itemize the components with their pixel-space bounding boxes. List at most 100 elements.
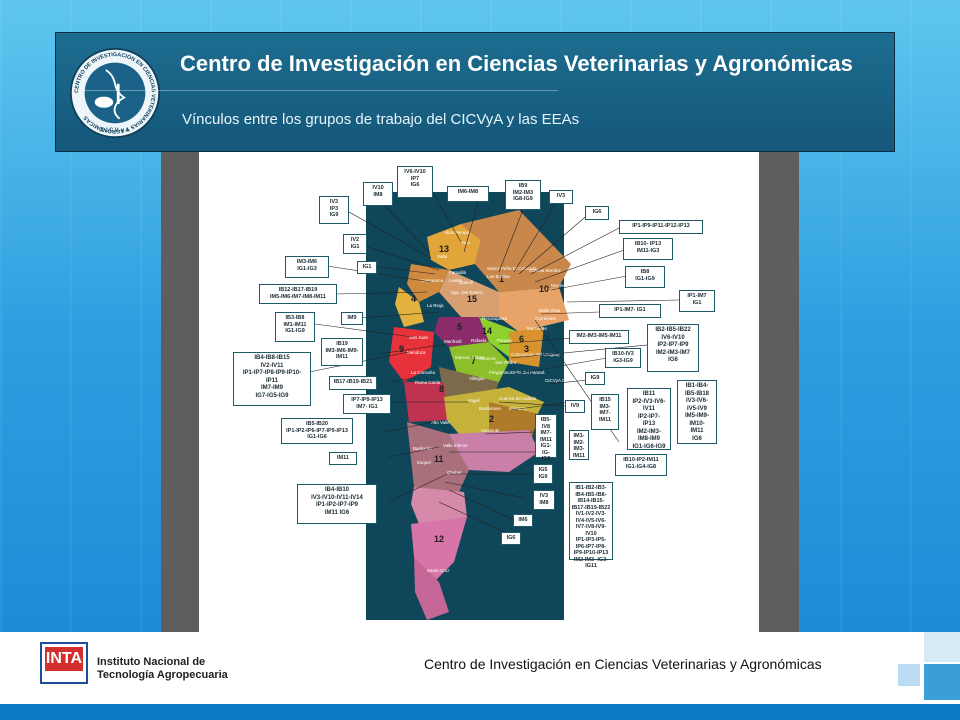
label-box: IV3 (549, 190, 573, 204)
region-9 (389, 327, 434, 382)
label-box: IP1-IM7- IG1 (599, 304, 661, 318)
connector-lines (308, 181, 680, 539)
place-esquel: Esquel (417, 460, 431, 465)
label-box: IV9 (565, 400, 585, 413)
region-number-9: 9 (399, 344, 404, 354)
label-box: IV2 IG1 (343, 234, 367, 254)
place-reconquista: Reconquista (482, 316, 508, 321)
inta-name-line1: Instituto Nacional de (97, 656, 206, 668)
place-montecarlo: Montecarlo (551, 283, 574, 288)
place-catamarca: Catamarca (421, 278, 444, 283)
place-la-rioja: La Rioja (427, 303, 444, 308)
label-box: IG6 (585, 206, 609, 220)
place-ascasubi: Ascasubi (481, 428, 499, 433)
decor-square (924, 632, 960, 662)
place-delta-del-parana: Delta del Paraná (511, 370, 545, 375)
label-box: IB1-IB2-IB3- IB4-IB5-IB8- IB14-IB15- IB1… (569, 482, 613, 569)
argentina-map: 13 1 2 3 4 5 6 7 8 9 10 11 12 14 15 Abra… (308, 181, 680, 620)
footer: INTA Instituto Nacional de Tecnología Ag… (0, 632, 960, 704)
region-north-east (461, 210, 571, 292)
region-number-14: 14 (482, 326, 492, 336)
place-abra-pampa: Abra Pampa (444, 230, 470, 235)
footer-band (0, 704, 960, 720)
label-box: IB10- IP13 IM11-IG3 (623, 238, 673, 260)
slide-frame: 13 1 2 3 4 5 6 7 8 9 10 11 12 14 15 Abra… (161, 152, 799, 632)
label-box: IB10-IV3 IG3-IG9 (605, 348, 641, 368)
region-number-8: 8 (439, 384, 444, 394)
cicvya-logo: CENTRO DE INVESTIGACIÓN EN CIENCIAS VETE… (69, 47, 161, 139)
place-cerro-azul: Cerro Azul (567, 296, 588, 301)
decor-square (898, 664, 920, 686)
inta-mark: INTA (45, 647, 83, 671)
place-la-consulta: La Consulta (411, 370, 436, 375)
region-11 (407, 422, 469, 492)
label-box: IB12-IB17-IB19 IM5-IM6-IM7-IM8-IM11 (259, 284, 337, 304)
label-box: IB10-IP2-IM11 IG1-IG4-IG8 (615, 454, 667, 476)
inta-logo: INTA (40, 642, 88, 684)
label-box: IB17-IB19-IB21 (329, 376, 377, 390)
place-balcarce: Balcarce (509, 406, 527, 411)
decor-square (924, 664, 960, 700)
place-corrientes: Corrientes (535, 316, 557, 321)
place-anguil: Anguil (467, 398, 480, 403)
place-famailla: Famaillá (449, 270, 467, 275)
place-san-pedro: San Pedro (495, 360, 517, 365)
place-colonia-benitez: Colonia Benítez (529, 268, 562, 273)
label-box: IV10 IM8 (363, 182, 393, 206)
region-number-1: 1 (499, 274, 504, 284)
region-number-7: 7 (471, 356, 476, 366)
region-number-5: 5 (457, 322, 462, 332)
label-box: IB1-IB4- IB5-IB18 IV3-IV6- IV5-IV9 IM5-I… (677, 380, 717, 444)
place-oliveros: Oliveros (479, 356, 496, 361)
label-box: IV3 IP3 IG9 (319, 196, 349, 224)
label-box: IG9 (585, 372, 605, 385)
region-13 (427, 224, 481, 270)
label-box: IM6 (513, 514, 533, 527)
place-sgo-del-estero: Sgo. Del Estero (451, 290, 483, 295)
place-bella-vista: Bella Vista (539, 308, 561, 313)
place-san-juan: San Juan (409, 335, 429, 340)
place-bordenave: Bordenave (479, 406, 501, 411)
region-5 (434, 317, 489, 347)
region-patagonia-north (411, 487, 467, 524)
header-divider (78, 90, 558, 91)
place-yuto: Yuto (461, 240, 471, 245)
place-quimili: Quimilí (459, 280, 474, 285)
place-bariloche: Bariloche (413, 446, 432, 451)
page-subtitle: Vínculos entre los grupos de trabajo del… (182, 111, 580, 128)
place-salta: Salta (437, 254, 448, 259)
region-number-3: 3 (524, 344, 529, 354)
label-box: IB15 IM3- IM7- IM11 (591, 394, 619, 430)
label-box: IM9 (341, 312, 363, 325)
place-mendoza: Mendoza (407, 350, 426, 355)
region-number-6: 6 (519, 334, 524, 344)
region-number-10: 10 (539, 284, 549, 294)
region-6 (509, 327, 544, 367)
region-7 (449, 342, 509, 382)
label-box: IP7-IP9-IP13 IM7- IG1 (343, 394, 391, 414)
region-number-11: 11 (434, 454, 444, 464)
label-box: IB11 IP2-IV3-IV6- IV11 IP2-IP7- IP13 IM2… (627, 388, 671, 450)
footer-center-name: Centro de Investigación en Ciencias Vete… (424, 656, 822, 672)
place-leales: Leales (449, 278, 463, 283)
place-villegas: Villegas (469, 376, 485, 381)
region-number-4: 4 (411, 294, 416, 304)
label-box: IB5-IB20 IP1-IP2-IP6-IP7-IP9-IP13 IG1-IG… (281, 418, 353, 444)
logo-bottom-text: C.I.C.V. y A (101, 128, 130, 134)
label-box: IG6 (501, 532, 521, 545)
region-4 (395, 287, 424, 327)
label-box: IB4-IB10 IV3-IV10-IV11-IV14 IP1-IP2-IP7-… (297, 484, 377, 524)
region-buenos-aires (449, 430, 539, 472)
label-box: IV6-IV10 IP7 IG6 (397, 166, 433, 198)
place-valle-inferior: Valle Inferior (443, 443, 468, 448)
label-box: IM6-IM8 (447, 186, 489, 202)
label-box: IP1-IP9-IP11-IP12-IP13 (619, 220, 703, 234)
label-box: IM11 (329, 452, 357, 465)
label-box: IV3 IM8 (533, 490, 555, 510)
place-manfredi: Manfredi (444, 339, 462, 344)
place-mercedes: Mercedes (527, 326, 548, 331)
region-number-15: 15 (467, 294, 477, 304)
place-las-brenas: Las Breñas (487, 274, 511, 279)
region-number-12: 12 (434, 534, 444, 544)
place-cuenca-del-salado: Cuenca del salado (499, 396, 537, 401)
